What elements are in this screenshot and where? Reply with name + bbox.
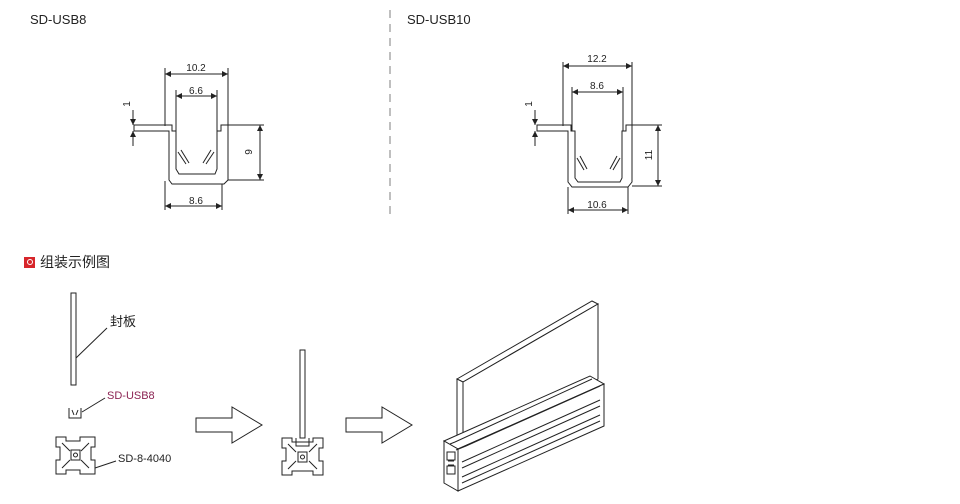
- label-panel: 封板: [110, 314, 136, 329]
- usb8-dim-inner-width: 6.6: [189, 86, 203, 97]
- label-profile: SD-8-4040: [118, 453, 171, 465]
- usb-part: [68, 408, 82, 419]
- section-title: 组装示例图: [40, 254, 110, 270]
- assembly-exploded: [55, 292, 117, 475]
- title-sd-usb8: SD-USB8: [30, 12, 87, 27]
- label-usb8: SD-USB8: [107, 390, 155, 402]
- panel-leader: [75, 327, 108, 359]
- assembly-intermediate: [281, 349, 324, 476]
- usb10-dim-inner-width: 8.6: [590, 81, 604, 92]
- usb8-dim-bottom-width: 8.6: [189, 196, 203, 207]
- usb10-dim-top-width: 12.2: [587, 54, 607, 65]
- usb8-dim-top-width: 10.2: [186, 63, 206, 74]
- usb8-drawing: [130, 68, 264, 210]
- section-header: 组装示例图: [24, 252, 110, 272]
- assembly-final: [442, 300, 606, 492]
- profile-part: [55, 436, 96, 475]
- profile-leader: [94, 460, 117, 469]
- usb10-dim-height: 11: [644, 149, 655, 160]
- usb8-dim-height: 9: [244, 149, 255, 155]
- usb-leader: [81, 397, 106, 413]
- usb10-drawing: [532, 62, 662, 214]
- usb10-dim-bottom-width: 10.6: [587, 200, 607, 211]
- title-sd-usb10: SD-USB10: [407, 12, 471, 27]
- usb10-dim-lip: 1: [524, 101, 535, 107]
- section-bullet-icon: [24, 256, 35, 268]
- usb8-dim-lip: 1: [122, 101, 133, 107]
- panel-part: [70, 292, 77, 386]
- arrow-right-icon-2: [345, 406, 413, 444]
- arrow-right-icon-1: [195, 406, 263, 444]
